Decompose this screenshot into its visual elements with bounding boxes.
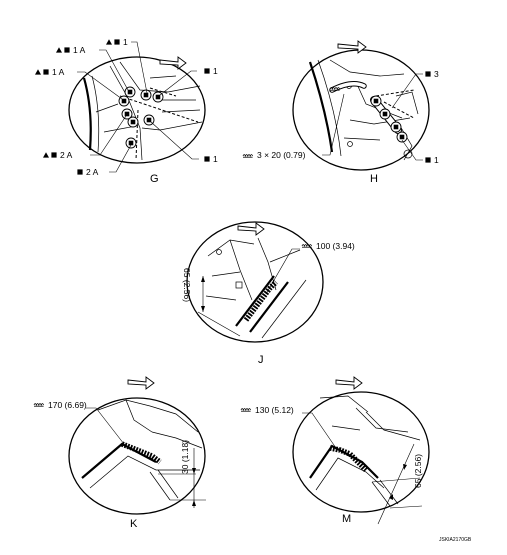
g-callout-2a-lower: 2 A — [86, 167, 99, 177]
j-weld-spec: 100 (3.94) — [316, 241, 355, 251]
h-weld-spec: 3 × 20 (0.79) — [257, 150, 306, 160]
view-letter-g: G — [150, 173, 159, 185]
view-letter-m: M — [342, 513, 351, 525]
view-letter-h: H — [370, 173, 378, 185]
m-weld-spec: 130 (5.12) — [255, 405, 294, 415]
m-dimension: 65 (2.56) — [413, 454, 423, 488]
g-callout-1-top: 1 — [123, 37, 128, 47]
view-k: 30 (1.18) 170 (6.69) K — [33, 376, 206, 530]
g-callout-1a-upper: 1 A — [73, 45, 86, 55]
view-h: 3 1 3 × 20 (0.79) H — [242, 40, 439, 185]
j-dimension: 65 (2.56) — [182, 268, 192, 302]
view-g: 1 1 A 1 A 1 2 A 2 A 1 G — [35, 37, 218, 185]
g-callout-1-right: 1 — [213, 66, 218, 76]
view-letter-j: J — [258, 354, 264, 366]
k-weld-spec: 170 (6.69) — [48, 400, 87, 410]
view-j: 65 (2.56) 100 (3.94) J — [182, 221, 355, 366]
k-dimension: 30 (1.18) — [180, 440, 190, 474]
view-m: 65 (2.56) 130 (5.12) M — [240, 376, 430, 525]
h-callout-3: 3 — [434, 69, 439, 79]
h-callout-1: 1 — [434, 155, 439, 165]
g-callout-2a-upper: 2 A — [60, 150, 73, 160]
g-callout-1-bottom: 1 — [213, 154, 218, 164]
g-callout-1a-lower: 1 A — [52, 67, 65, 77]
figure-code: JSKIA2170GB — [439, 537, 472, 543]
view-letter-k: K — [130, 518, 138, 530]
